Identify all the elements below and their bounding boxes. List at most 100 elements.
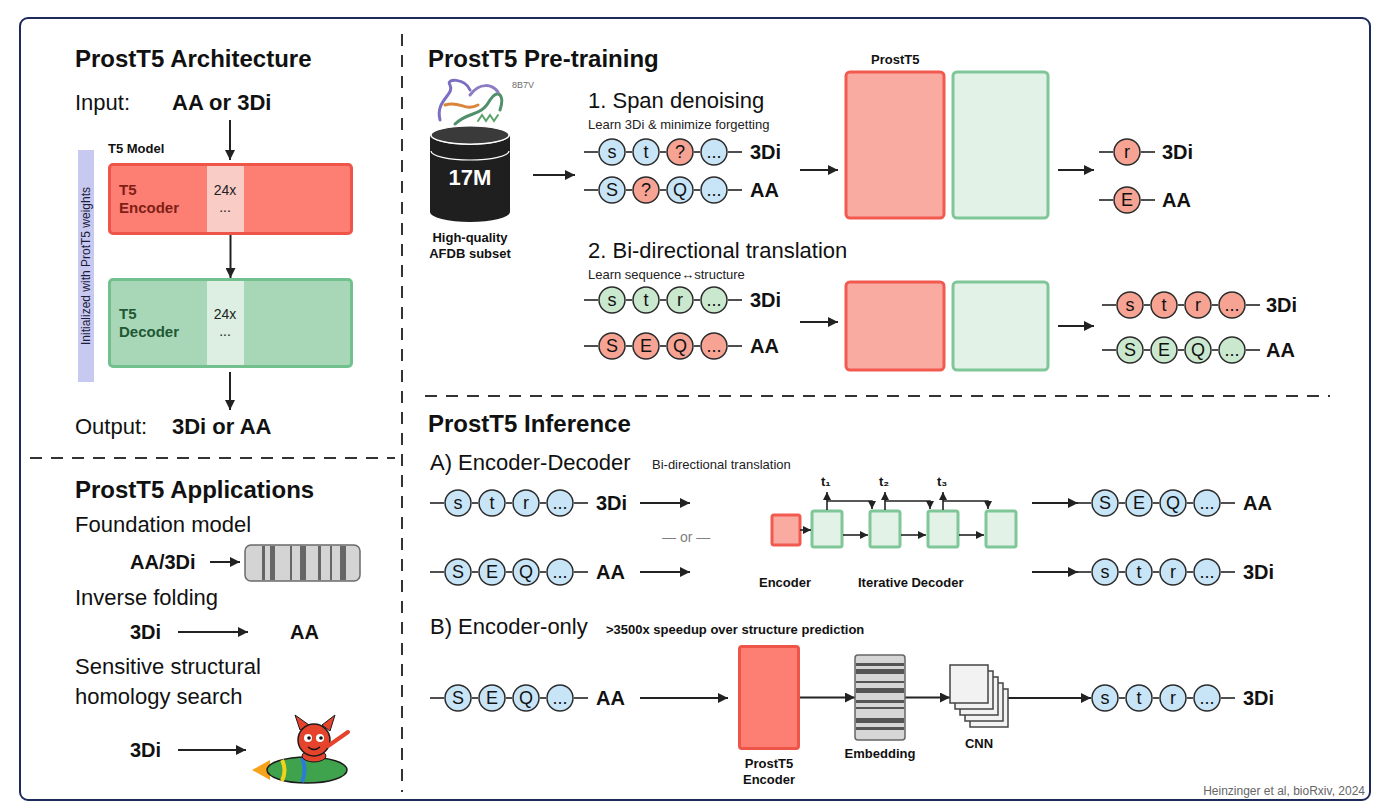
node-text: 24x ...: [210, 182, 240, 216]
token-circle: E: [1113, 186, 1141, 214]
chain-stub: [728, 299, 742, 301]
token-outline: [667, 139, 693, 165]
label-slot: 3Di: [1243, 686, 1274, 710]
chain-stub: [1141, 199, 1155, 201]
mascot-pupil: [307, 736, 311, 740]
token-circle: ...: [546, 489, 574, 517]
node-text: ?: [675, 142, 685, 162]
token-circle: ...: [700, 176, 728, 204]
flow-arrow: [1032, 571, 1078, 573]
chain-stub: [584, 299, 598, 301]
label-slot: Output:: [75, 414, 147, 440]
decoder-step: [986, 511, 1016, 547]
node-text: Q: [673, 336, 687, 356]
embedding-stripe: [856, 688, 904, 693]
note-text: Learn 3Di & minimize forgetting: [588, 117, 769, 133]
node-text: E: [1121, 190, 1133, 210]
cylinder-top: [431, 126, 509, 144]
node-text: t: [1136, 562, 1141, 582]
decoder-step: [870, 511, 900, 547]
embedding-icon: [245, 545, 360, 581]
token-circle: S: [1091, 489, 1119, 517]
token-outline: [479, 559, 505, 585]
node-text: S: [1124, 340, 1136, 360]
token-circle: E: [478, 684, 506, 712]
node-text: S: [452, 562, 464, 582]
token-outline: [701, 287, 727, 313]
chain-stub: [584, 151, 598, 153]
chain-link: [540, 697, 546, 699]
node-text: 17M: [449, 165, 492, 191]
node-text: t: [643, 142, 648, 162]
embedding-stripe: [270, 546, 275, 580]
token-outline: [1160, 685, 1186, 711]
chain-link: [694, 151, 700, 153]
node-text: Q: [1191, 340, 1205, 360]
node-text: S: [1099, 493, 1111, 513]
token-circle: s: [598, 138, 626, 166]
label-slot: ProstT5 Applications: [75, 476, 314, 504]
label-slot: ProstT5: [871, 52, 919, 68]
feedback-line: [827, 501, 872, 509]
subheading: Foundation model: [75, 512, 251, 538]
token-circle: ...: [546, 684, 574, 712]
token-type-label: AA: [290, 620, 319, 644]
token-circle: E: [478, 558, 506, 586]
subheading: A) Encoder-Decoder: [430, 450, 631, 476]
database-cylinder: 17MHigh-quality AFDB subset: [430, 125, 510, 222]
label-slot: t₃: [937, 474, 947, 490]
node-text: E: [1158, 340, 1170, 360]
token-circle: r: [512, 489, 540, 517]
chain-link: [660, 151, 666, 153]
label-slot: t₂: [879, 474, 889, 490]
flow-arrow: [229, 372, 231, 410]
token-outline: [513, 685, 539, 711]
token-outline: [599, 177, 625, 203]
chain-stub: [1221, 697, 1235, 699]
node-text: ...: [1224, 295, 1239, 315]
token-circle: Q: [666, 176, 694, 204]
label-slot: 3Di: [750, 140, 781, 164]
token-circle: E: [1150, 336, 1178, 364]
foldseek-mascot: [252, 715, 348, 783]
embedding-stripe: [330, 546, 332, 580]
token-outline: [1092, 490, 1118, 516]
embedding-stripe: [262, 546, 265, 580]
node-text: r: [1170, 688, 1176, 708]
node-text: s: [608, 290, 617, 310]
feedback-line: [943, 501, 988, 509]
label-slot: 3Di: [1266, 293, 1297, 317]
node-text: E: [1133, 493, 1145, 513]
chain-stub: [728, 151, 742, 153]
label-slot: Encoder: [759, 575, 811, 591]
label-slot: 3Di: [596, 491, 627, 515]
token-outline: [1126, 559, 1152, 585]
token-circle: r: [1159, 558, 1187, 586]
token-outline: [445, 685, 471, 711]
label-slot: 3Di: [130, 738, 161, 762]
chain-link: [1187, 697, 1193, 699]
token-circle: S: [1116, 336, 1144, 364]
chain-link: [660, 189, 666, 191]
chain-stub: [1099, 151, 1113, 153]
token-circle: ?: [666, 138, 694, 166]
chain-link: [1153, 571, 1159, 573]
token-circle: r: [666, 286, 694, 314]
token-circle: s: [598, 286, 626, 314]
chain-link: [1187, 571, 1193, 573]
pdb-id: 8B7V: [512, 80, 534, 91]
subheading: Inverse folding: [75, 585, 218, 611]
note-text: t₁: [821, 474, 831, 490]
token-outline: [599, 333, 625, 359]
chain-link: [1119, 502, 1125, 504]
chain-link: [626, 299, 632, 301]
flow-arrow: [640, 502, 690, 504]
node-text: t: [1161, 295, 1166, 315]
flow-arrow: [901, 534, 926, 536]
chain-stub: [430, 502, 444, 504]
embedding-stripe: [856, 718, 904, 723]
flow-connector: [230, 235, 232, 278]
node-text: s: [1101, 688, 1110, 708]
token-outline: [1194, 490, 1220, 516]
